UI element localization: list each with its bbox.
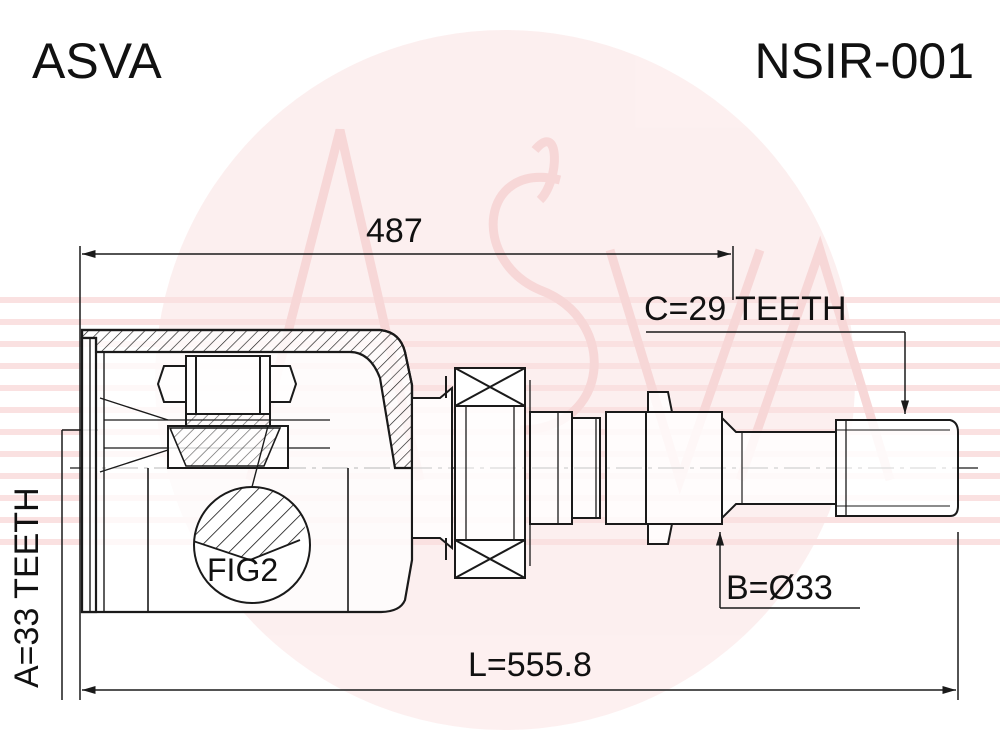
teeth-c-label: C=29 TEETH bbox=[644, 290, 847, 328]
total-length-label: L=555.8 bbox=[468, 646, 592, 684]
fig2-detail bbox=[193, 425, 311, 604]
spline-end bbox=[835, 419, 959, 517]
main-shaft bbox=[529, 391, 837, 545]
diameter-b-label: B=Ø33 bbox=[726, 569, 833, 607]
shaft-neck bbox=[411, 376, 453, 560]
brand-title: ASVA bbox=[32, 33, 162, 89]
tripod-roller bbox=[156, 355, 298, 469]
teeth-c-leader bbox=[646, 331, 910, 414]
teeth-a-label: A=33 TEETH bbox=[8, 487, 46, 688]
diameter-b-leader bbox=[715, 532, 860, 609]
part-number: NSIR-001 bbox=[754, 33, 974, 89]
dimension-487-label: 487 bbox=[366, 212, 423, 250]
bearing bbox=[454, 367, 531, 579]
fig2-label: FIG2 bbox=[207, 552, 279, 588]
